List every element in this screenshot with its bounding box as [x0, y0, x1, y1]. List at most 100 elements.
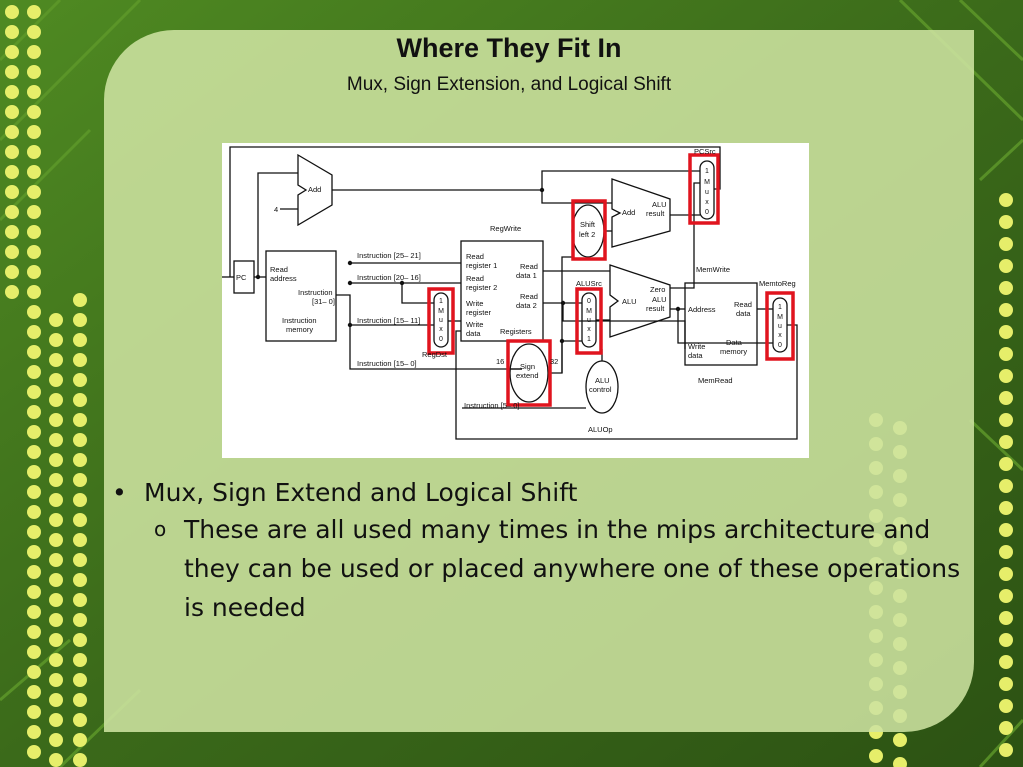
- circuit-dot: [999, 633, 1013, 647]
- circuit-dot: [73, 593, 87, 607]
- label-four: 4: [274, 205, 278, 214]
- highlight-pcsrc-mux: [688, 153, 720, 225]
- circuit-dot: [27, 685, 41, 699]
- circuit-dot: [27, 705, 41, 719]
- circuit-dot: [27, 305, 41, 319]
- circuit-dot: [999, 545, 1013, 559]
- label-thirtytwo: 32: [550, 357, 558, 366]
- label-data-memory-2: memory: [720, 347, 747, 356]
- circuit-dot: [49, 513, 63, 527]
- label-sixteen: 16: [496, 357, 504, 366]
- circuit-dot: [5, 65, 19, 79]
- label-instr-15-0: Instruction [15– 0]: [357, 359, 417, 368]
- data-memory: [684, 282, 758, 366]
- circuit-dot: [27, 25, 41, 39]
- circuit-dot: [999, 259, 1013, 273]
- svg-text:0: 0: [705, 209, 709, 216]
- instruction-memory: [265, 250, 337, 342]
- label-instruction-1: Instruction: [298, 288, 333, 297]
- circuit-dot: [27, 185, 41, 199]
- circuit-dot: [999, 413, 1013, 427]
- circuit-dot: [27, 505, 41, 519]
- circuit-dot: [5, 5, 19, 19]
- circuit-dot: [49, 333, 63, 347]
- pcsrc-mux: [699, 160, 715, 220]
- bullet-text: Mux, Sign Extend and Logical Shift: [144, 478, 578, 507]
- circuit-dot: [49, 453, 63, 467]
- label-read-address-1: Read: [270, 265, 288, 274]
- circuit-dot: [27, 145, 41, 159]
- circuit-dot: [27, 445, 41, 459]
- svg-text:0: 0: [778, 342, 782, 349]
- highlight-boxes: [427, 153, 795, 407]
- circuit-dot: [49, 633, 63, 647]
- circuit-dot: [73, 373, 87, 387]
- circuit-dot: [27, 345, 41, 359]
- circuit-dot: [49, 433, 63, 447]
- svg-text:x: x: [705, 199, 709, 206]
- highlight-sign-extend: [506, 339, 552, 407]
- regdst-mux: [433, 292, 449, 348]
- svg-text:1: 1: [587, 336, 591, 343]
- circuit-dot: [49, 753, 63, 767]
- sub-bullet-text: These are all used many times in the mip…: [184, 515, 961, 622]
- label-instruction-2: [31– 0]: [312, 297, 335, 306]
- label-write-reg-2: register: [466, 308, 492, 317]
- slide-title: Where They Fit In: [396, 33, 622, 63]
- circuit-dot: [73, 413, 87, 427]
- label-shift: Shift: [580, 220, 596, 229]
- label-add-top: Add: [308, 185, 321, 194]
- circuit-dot: [999, 479, 1013, 493]
- circuit-dot: [5, 105, 19, 119]
- circuit-dot: [49, 313, 63, 327]
- circuit-dot: [27, 385, 41, 399]
- circuit-dot: [999, 743, 1013, 757]
- circuit-dot: [49, 473, 63, 487]
- label-read-data1-1: Read: [520, 262, 538, 271]
- label-regwrite: RegWrite: [490, 224, 521, 233]
- svg-text:M: M: [777, 314, 783, 321]
- circuit-dot: [999, 457, 1013, 471]
- circuit-dot: [999, 523, 1013, 537]
- bullet-item: • Mux, Sign Extend and Logical Shift: [112, 476, 962, 510]
- label-alu-result-1: ALU: [652, 295, 667, 304]
- svg-text:x: x: [778, 332, 782, 339]
- circuit-dot: [5, 165, 19, 179]
- circuit-dot: [999, 237, 1013, 251]
- circuit-dot: [999, 369, 1013, 383]
- circuit-dot: [999, 589, 1013, 603]
- label-address: Address: [688, 305, 716, 314]
- circuit-dot: [893, 733, 907, 747]
- svg-text:1: 1: [778, 304, 782, 311]
- circuit-dot: [27, 605, 41, 619]
- circuit-dot: [49, 673, 63, 687]
- circuit-dot: [999, 611, 1013, 625]
- circuit-dot: [27, 165, 41, 179]
- label-read-data1-2: data 1: [516, 271, 537, 280]
- label-data-memory-1: Data: [726, 338, 743, 347]
- regdst-mux-text: 1 M u x 0: [438, 298, 444, 343]
- circuit-dot: [27, 5, 41, 19]
- svg-text:u: u: [705, 189, 709, 196]
- svg-text:1: 1: [439, 298, 443, 305]
- label-alu-control-1: ALU: [595, 376, 610, 385]
- circuit-dot: [49, 573, 63, 587]
- svg-text:1: 1: [705, 168, 709, 175]
- svg-text:0: 0: [439, 336, 443, 343]
- circuit-dot: [73, 353, 87, 367]
- circuit-dot: [999, 435, 1013, 449]
- circuit-dot: [73, 753, 87, 767]
- label-alu-result-branch-2: result: [646, 209, 665, 218]
- svg-text:M: M: [438, 308, 444, 315]
- label-registers: Registers: [500, 327, 532, 336]
- label-read-reg1-2: register 1: [466, 261, 497, 270]
- circuit-dot: [27, 85, 41, 99]
- circuit-dot: [27, 65, 41, 79]
- circuit-dot: [5, 205, 19, 219]
- circuit-dot: [27, 725, 41, 739]
- svg-text:x: x: [439, 326, 443, 333]
- label-mem-write-data-2: data: [688, 351, 703, 360]
- label-regdst: RegDst: [422, 350, 448, 359]
- circuit-dot: [49, 493, 63, 507]
- circuit-dot: [73, 673, 87, 687]
